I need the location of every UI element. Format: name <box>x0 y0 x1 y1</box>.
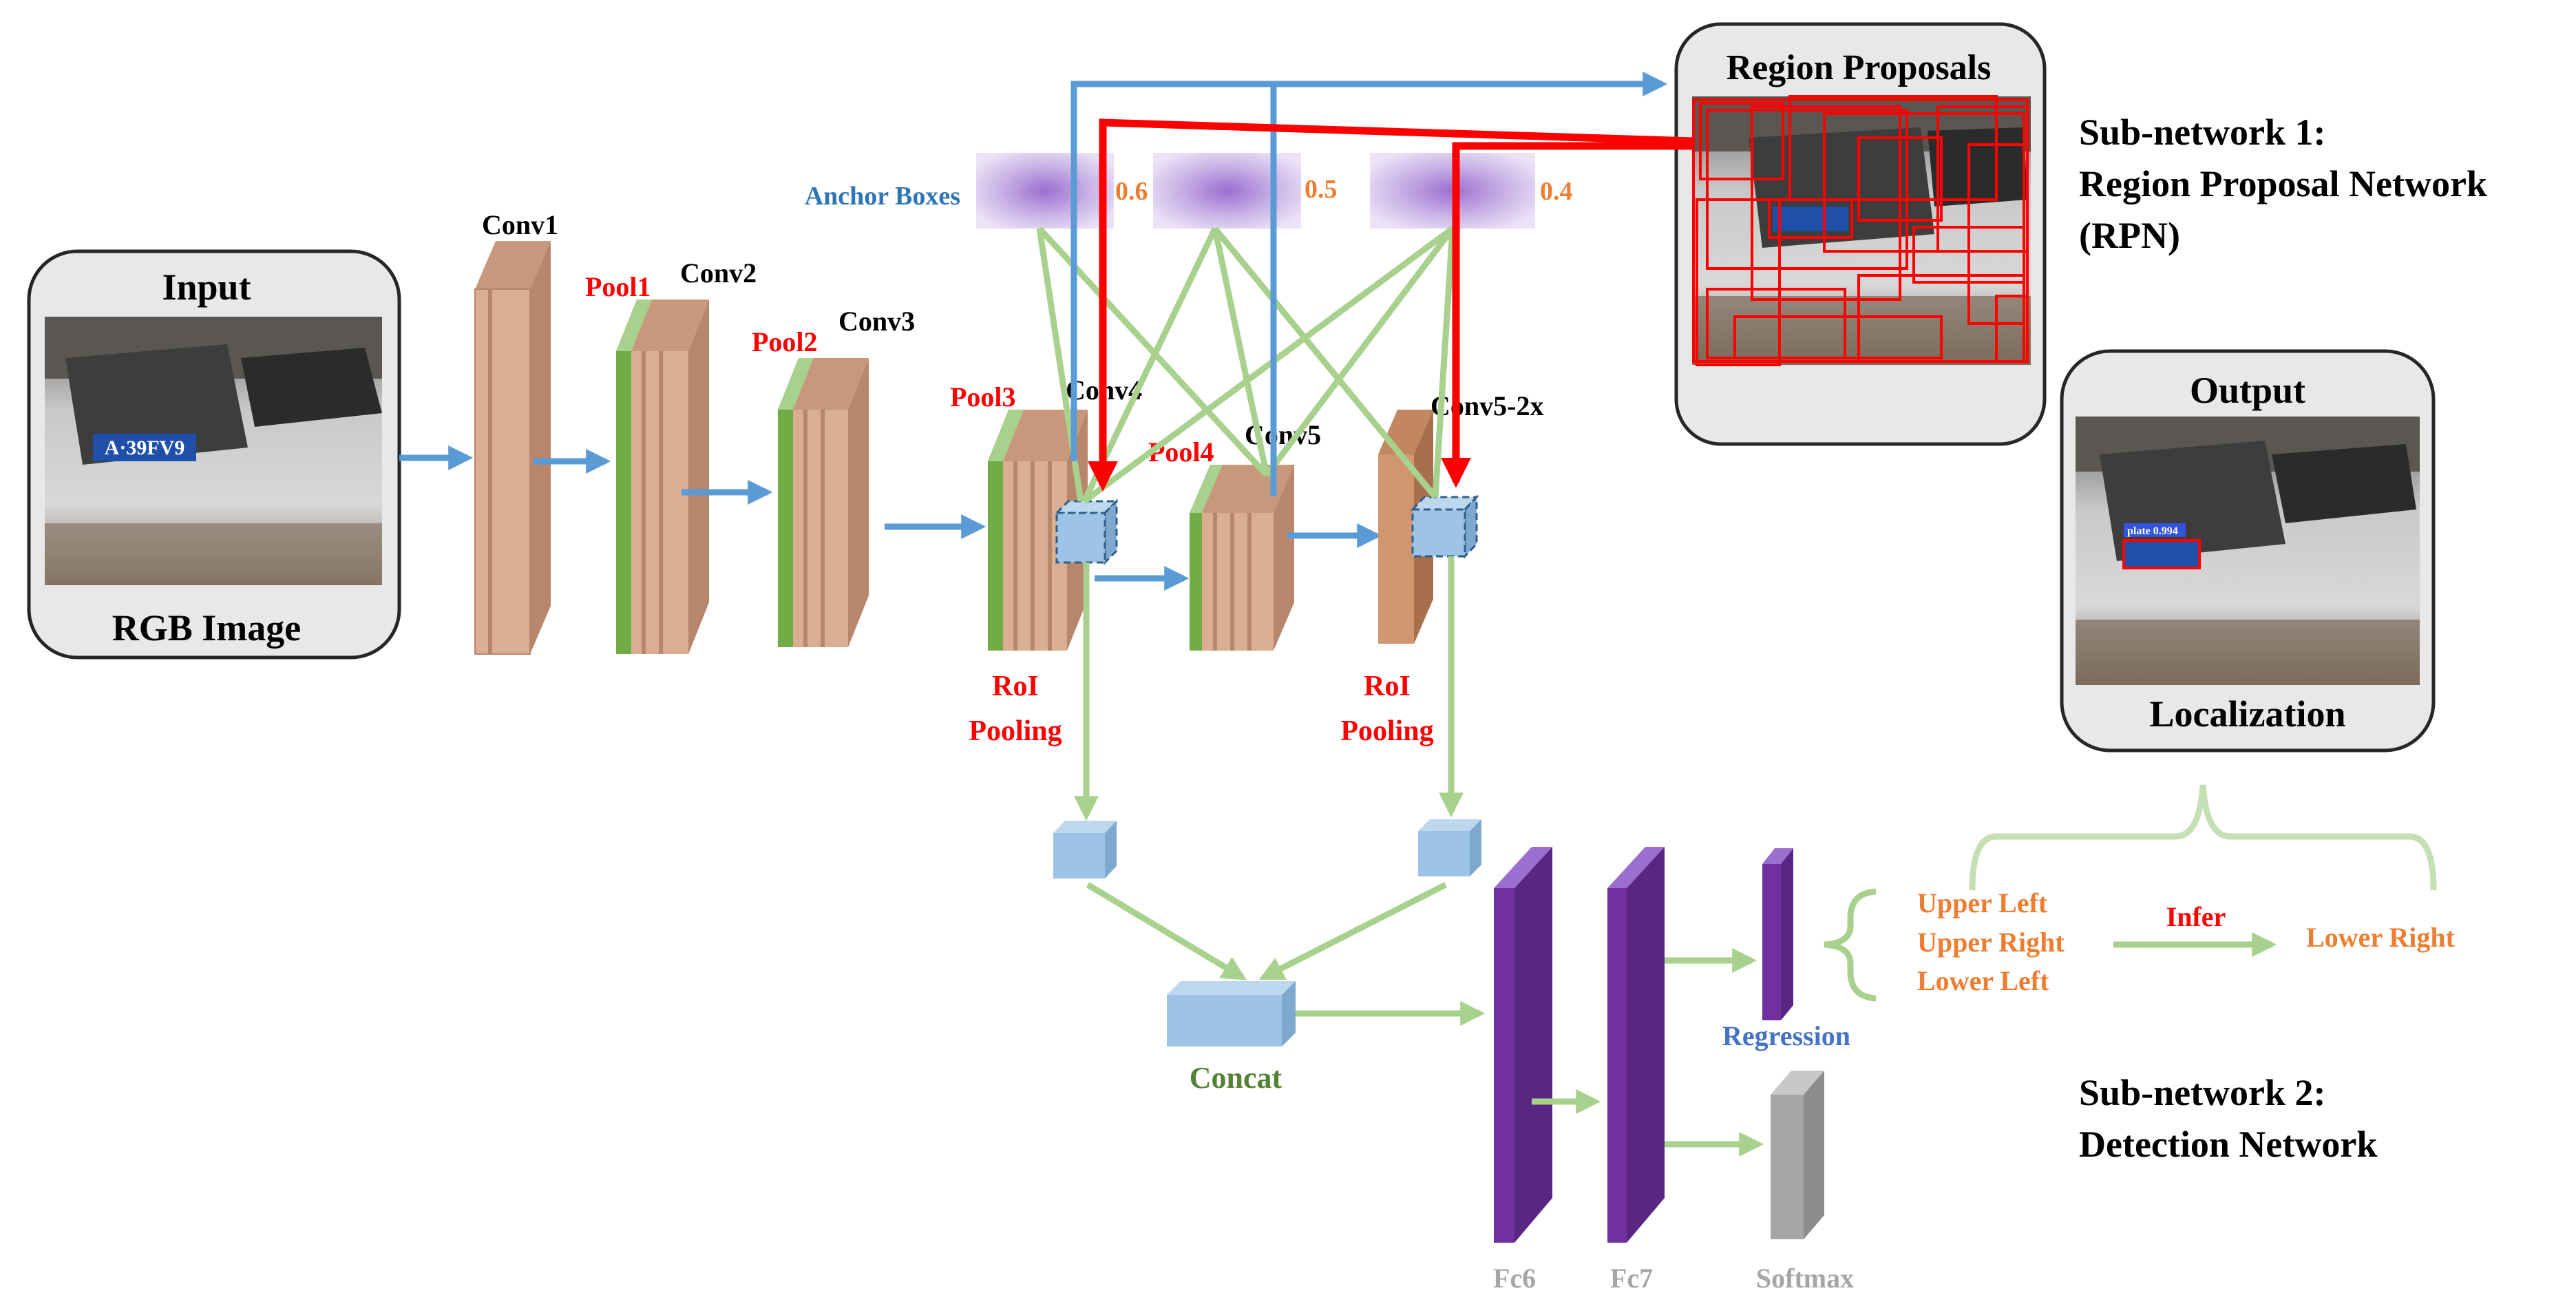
roi-pooling-label-2b: Pooling <box>1340 715 1433 747</box>
arrow-cube2-concat <box>1258 881 1448 981</box>
fc7-block <box>1607 847 1665 1243</box>
subnet2-line2: Detection Network <box>2079 1124 2377 1165</box>
label-pool2: Pool2 <box>752 326 818 357</box>
output-car-image: plate 0.994 <box>2076 417 2420 685</box>
output-detection-label: plate 0.994 <box>2127 525 2178 537</box>
input-plate-text: A·39FV9 <box>105 436 185 459</box>
infer-label: Infer <box>2166 901 2226 932</box>
conv5-2x-roi-cube <box>1410 494 1479 559</box>
output-panel: Output plate 0.994 Localization <box>2060 349 2436 753</box>
label-pool1: Pool1 <box>585 271 651 302</box>
rpn-blue-path <box>1070 72 1668 496</box>
concat-label: Concat <box>1190 1061 1282 1095</box>
roi-pooling-label-2a: RoI <box>1364 671 1411 702</box>
output-brace <box>1969 784 2437 891</box>
rpn-red-path <box>1088 118 1694 492</box>
subnet2-line1: Sub-network 2: <box>2079 1072 2326 1113</box>
pooled-cube-1 <box>1053 821 1117 879</box>
pooled-cube-2 <box>1418 819 1481 876</box>
anchor-box-2 <box>1153 153 1301 229</box>
corner-upper-right: Upper Right <box>1917 927 2065 958</box>
input-title: Input <box>162 266 251 308</box>
anchor-box-1 <box>976 153 1114 229</box>
region-proposals-panel: Region Proposals <box>1674 22 2047 446</box>
conv1-block <box>474 241 551 655</box>
label-pool3: Pool3 <box>950 381 1016 412</box>
softmax-block <box>1771 1071 1824 1239</box>
label-fc7: Fc7 <box>1610 1263 1653 1294</box>
input-panel: Input A·39FV9 RGB Image <box>27 249 401 660</box>
region-proposals-image <box>1692 95 2031 366</box>
regression-block <box>1762 848 1793 1020</box>
label-conv1: Conv1 <box>482 209 558 240</box>
corner-lower-left: Lower Left <box>1917 965 2049 996</box>
arrow-cube1-concat <box>1086 882 1247 980</box>
pool3-conv4-block <box>988 410 1088 651</box>
subnet1-line1: Sub-network 1: <box>2079 112 2326 153</box>
output-caption: Localization <box>2150 693 2346 735</box>
label-regression: Regression <box>1722 1020 1850 1051</box>
label-fc6: Fc6 <box>1493 1263 1536 1294</box>
label-pool4: Pool4 <box>1148 436 1214 467</box>
corners-brace <box>1824 888 1877 1002</box>
label-conv3: Conv3 <box>838 306 915 337</box>
anchor-ratio-1: 0.6 <box>1115 177 1148 206</box>
subnet1-line3: (RPN) <box>2079 215 2180 256</box>
label-softmax: Softmax <box>1756 1263 1854 1294</box>
anchor-ratio-2: 0.5 <box>1305 175 1338 204</box>
fc6-block <box>1494 847 1552 1243</box>
region-proposals-title: Region Proposals <box>1727 48 1992 87</box>
pool1-conv2-block <box>616 299 709 654</box>
output-title: Output <box>2190 370 2305 411</box>
anchor-ratio-3: 0.4 <box>1540 177 1573 206</box>
pool2-conv3-block <box>778 358 869 647</box>
subnet1-line2: Region Proposal Network <box>2079 163 2487 204</box>
roi-pooling-label-1a: RoI <box>992 671 1039 702</box>
input-car-image: A·39FV9 <box>45 317 382 585</box>
label-conv2: Conv2 <box>680 257 757 288</box>
input-caption: RGB Image <box>112 607 301 649</box>
corner-upper-left: Upper Left <box>1917 887 2048 918</box>
label-conv5-2x: Conv5-2x <box>1430 390 1543 421</box>
concat-block <box>1167 981 1296 1046</box>
conv4-roi-cube <box>1054 498 1119 565</box>
pool4-conv5-block <box>1190 465 1294 651</box>
corner-lower-right: Lower Right <box>2306 922 2456 953</box>
anchor-boxes-label: Anchor Boxes <box>805 182 960 211</box>
roi-pooling-label-1b: Pooling <box>969 715 1062 747</box>
